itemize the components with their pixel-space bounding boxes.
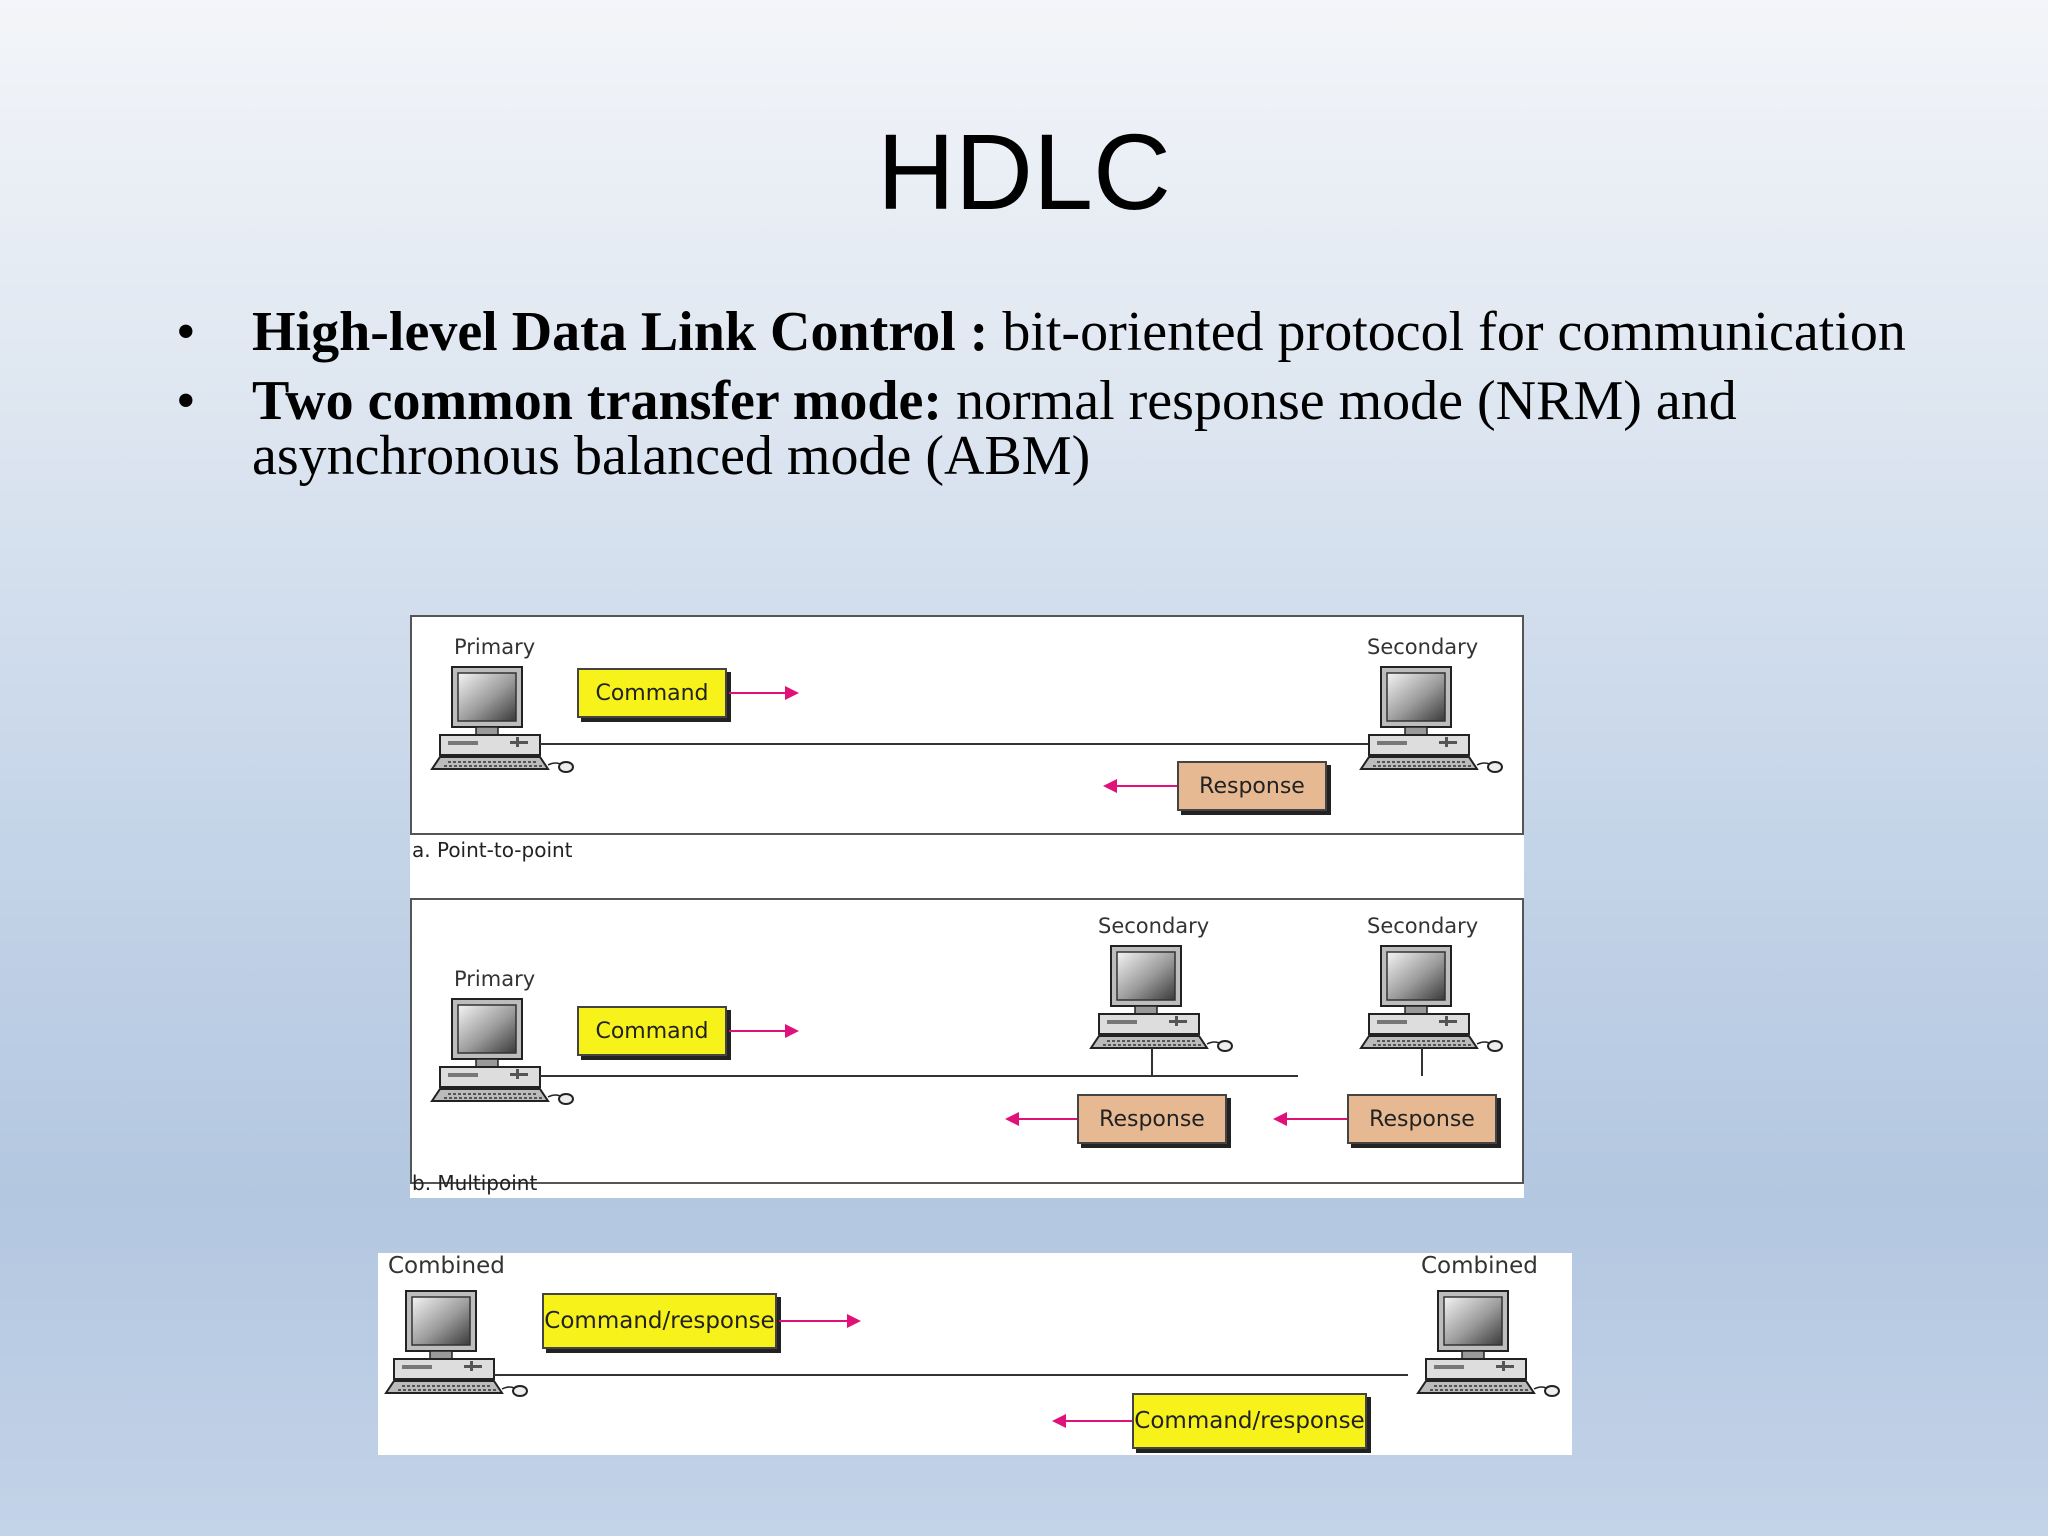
response-frame-label: Response: [1099, 1106, 1205, 1132]
response-arrow: [1273, 1112, 1347, 1126]
bullet-text: normal response mode (NRM) and asynchron…: [252, 370, 1737, 487]
drop-line: [1421, 1048, 1423, 1076]
command-arrow: [729, 1024, 799, 1038]
abm-diagram: Combined Combined Command/response Comma…: [378, 1253, 1572, 1455]
response-frame-label: Response: [1369, 1106, 1475, 1132]
command-response-frame: Command/response: [542, 1293, 777, 1349]
combined-computer-icon: [378, 1289, 528, 1409]
command-response-frame-label: Command/response: [1134, 1408, 1365, 1434]
response-arrow: [1005, 1112, 1077, 1126]
multipoint-panel: Primary Secondary Secondary Command Resp…: [410, 898, 1524, 1184]
primary-label: Primary: [454, 635, 536, 659]
secondary-computer-icon: [1083, 944, 1233, 1064]
command-response-frame: Command/response: [1132, 1393, 1367, 1449]
drop-line: [1151, 1048, 1153, 1076]
command-arrow: [729, 686, 799, 700]
bullet-item: • High-level Data Link Control : bit-ori…: [170, 301, 1920, 363]
primary-computer-icon: [424, 665, 574, 785]
caption-multipoint: b. Multipoint: [412, 1171, 538, 1195]
secondary-label: Secondary: [1367, 914, 1479, 938]
bullet-term: High-level Data Link Control :: [252, 301, 989, 363]
bus-line: [540, 1075, 1298, 1077]
bullet-term: Two common transfer mode:: [252, 370, 943, 432]
nrm-diagram: Primary Secondary Command Response a. Po…: [410, 615, 1524, 1198]
command-frame: Command: [577, 668, 727, 718]
combined-computer-icon: [1410, 1289, 1560, 1409]
response-frame: Response: [1077, 1094, 1227, 1144]
secondary-computer-icon: [1353, 944, 1503, 1064]
secondary-label: Secondary: [1098, 914, 1210, 938]
combined-label: Combined: [1421, 1253, 1538, 1279]
secondary-label: Secondary: [1367, 635, 1479, 659]
slide-title: HDLC: [876, 111, 1172, 232]
link-line: [540, 743, 1368, 745]
command-frame-label: Command: [595, 680, 709, 706]
link-line: [494, 1374, 1408, 1376]
command-response-arrow: [779, 1314, 861, 1328]
command-response-frame-label: Command/response: [544, 1308, 775, 1334]
command-frame: Command: [577, 1006, 727, 1056]
bullet-dot: •: [176, 370, 196, 432]
bullet-list: • High-level Data Link Control : bit-ori…: [170, 301, 1920, 498]
primary-label: Primary: [454, 967, 536, 991]
response-frame-label: Response: [1199, 773, 1305, 799]
bullet-dot: •: [176, 301, 196, 363]
command-frame-label: Command: [595, 1018, 709, 1044]
bullet-text: bit-oriented protocol for communication: [988, 301, 1906, 363]
combined-label: Combined: [388, 1253, 505, 1279]
caption-point-to-point: a. Point-to-point: [412, 838, 573, 862]
bullet-item: • Two common transfer mode: normal respo…: [170, 370, 1920, 484]
response-arrow: [1103, 779, 1177, 793]
point-to-point-panel: Primary Secondary Command Response: [410, 615, 1524, 835]
response-frame: Response: [1347, 1094, 1497, 1144]
command-response-arrow: [1052, 1414, 1132, 1428]
response-frame: Response: [1177, 761, 1327, 811]
secondary-computer-icon: [1353, 665, 1503, 785]
primary-computer-icon: [424, 997, 574, 1117]
